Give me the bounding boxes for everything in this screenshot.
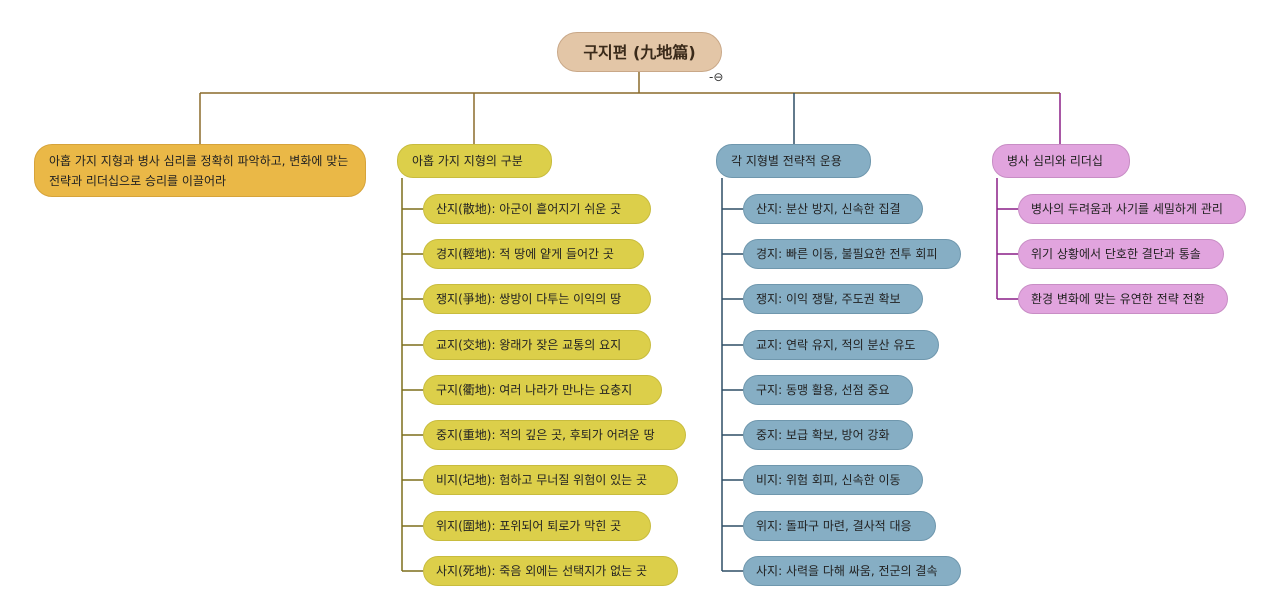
leadership-label: 위기 상황에서 단호한 결단과 통솔 [1031,246,1201,261]
leadership-node[interactable]: 위기 상황에서 단호한 결단과 통솔 [1018,239,1224,269]
terrain-strategy-node[interactable]: 구지: 동맹 활용, 선점 중요 [743,375,913,405]
terrain-type-node[interactable]: 쟁지(爭地): 쌍방이 다투는 이익의 땅 [423,284,651,314]
terrain-type-label: 비지(圮地): 험하고 무너질 위험이 있는 곳 [436,472,648,487]
terrain-type-node[interactable]: 비지(圮地): 험하고 무너질 위험이 있는 곳 [423,465,678,495]
terrain-strategy-label: 경지: 빠른 이동, 불필요한 전투 회피 [756,246,938,261]
root-title: 구지편 (九地篇) [583,42,696,62]
terrain-strategy-label: 산지: 분산 방지, 신속한 집결 [756,201,901,216]
terrain-type-label: 쟁지(爭地): 쌍방이 다투는 이익의 땅 [436,291,622,306]
terrain-type-node[interactable]: 교지(交地): 왕래가 잦은 교통의 요지 [423,330,651,360]
terrain-strategy-node[interactable]: 위지: 돌파구 마련, 결사적 대응 [743,511,936,541]
terrain-strategy-label: 비지: 위험 회피, 신속한 이동 [756,472,901,487]
root-node[interactable]: 구지편 (九地篇) [557,32,722,72]
terrain-type-node[interactable]: 산지(散地): 아군이 흩어지기 쉬운 곳 [423,194,651,224]
terrain-type-node[interactable]: 경지(輕地): 적 땅에 얕게 들어간 곳 [423,239,644,269]
leadership-node[interactable]: 병사의 두려움과 사기를 세밀하게 관리 [1018,194,1246,224]
terrain-type-label: 중지(重地): 적의 깊은 곳, 후퇴가 어려운 땅 [436,427,655,442]
terrain-strategy-label: 중지: 보급 확보, 방어 강화 [756,427,890,442]
branch-terrain-types-title: 아홉 가지 지형의 구분 [412,153,523,168]
terrain-type-label: 교지(交地): 왕래가 잦은 교통의 요지 [436,337,622,352]
branch-summary-text: 아홉 가지 지형과 병사 심리를 정확히 파악하고, 변화에 맞는 전략과 리더… [49,153,349,188]
terrain-strategy-node[interactable]: 교지: 연락 유지, 적의 분산 유도 [743,330,939,360]
terrain-type-label: 구지(衢地): 여러 나라가 만나는 요충지 [436,382,633,397]
terrain-strategy-node[interactable]: 사지: 사력을 다해 싸움, 전군의 결속 [743,556,961,586]
branch-terrain-strategy-title: 각 지형별 전략적 운용 [731,153,842,168]
terrain-strategy-label: 위지: 돌파구 마련, 결사적 대응 [756,518,912,533]
branch-leadership-node[interactable]: 병사 심리와 리더십 [992,144,1130,178]
terrain-strategy-node[interactable]: 산지: 분산 방지, 신속한 집결 [743,194,923,224]
branch-leadership-title: 병사 심리와 리더십 [1007,153,1103,168]
terrain-type-label: 경지(輕地): 적 땅에 얕게 들어간 곳 [436,246,614,261]
terrain-strategy-label: 구지: 동맹 활용, 선점 중요 [756,382,890,397]
terrain-type-node[interactable]: 구지(衢地): 여러 나라가 만나는 요충지 [423,375,662,405]
terrain-type-label: 사지(死地): 죽음 외에는 선택지가 없는 곳 [436,563,648,578]
branch-summary-node[interactable]: 아홉 가지 지형과 병사 심리를 정확히 파악하고, 변화에 맞는 전략과 리더… [34,144,366,197]
terrain-strategy-node[interactable]: 비지: 위험 회피, 신속한 이동 [743,465,923,495]
terrain-strategy-label: 교지: 연락 유지, 적의 분산 유도 [756,337,916,352]
terrain-type-node[interactable]: 사지(死地): 죽음 외에는 선택지가 없는 곳 [423,556,678,586]
terrain-strategy-label: 쟁지: 이익 쟁탈, 주도권 확보 [756,291,901,306]
terrain-type-label: 위지(圍地): 포위되어 퇴로가 막힌 곳 [436,518,622,533]
leadership-label: 환경 변화에 맞는 유연한 전략 전환 [1031,291,1205,306]
terrain-type-node[interactable]: 중지(重地): 적의 깊은 곳, 후퇴가 어려운 땅 [423,420,686,450]
terrain-type-node[interactable]: 위지(圍地): 포위되어 퇴로가 막힌 곳 [423,511,651,541]
terrain-strategy-label: 사지: 사력을 다해 싸움, 전군의 결속 [756,563,938,578]
branch-terrain-strategy-node[interactable]: 각 지형별 전략적 운용 [716,144,871,178]
terrain-strategy-node[interactable]: 중지: 보급 확보, 방어 강화 [743,420,913,450]
terrain-strategy-node[interactable]: 경지: 빠른 이동, 불필요한 전투 회피 [743,239,961,269]
leadership-node[interactable]: 환경 변화에 맞는 유연한 전략 전환 [1018,284,1228,314]
collapse-icon[interactable]: -⊖ [709,70,724,84]
terrain-strategy-node[interactable]: 쟁지: 이익 쟁탈, 주도권 확보 [743,284,923,314]
terrain-type-label: 산지(散地): 아군이 흩어지기 쉬운 곳 [436,201,622,216]
leadership-label: 병사의 두려움과 사기를 세밀하게 관리 [1031,201,1223,216]
branch-terrain-types-node[interactable]: 아홉 가지 지형의 구분 [397,144,552,178]
